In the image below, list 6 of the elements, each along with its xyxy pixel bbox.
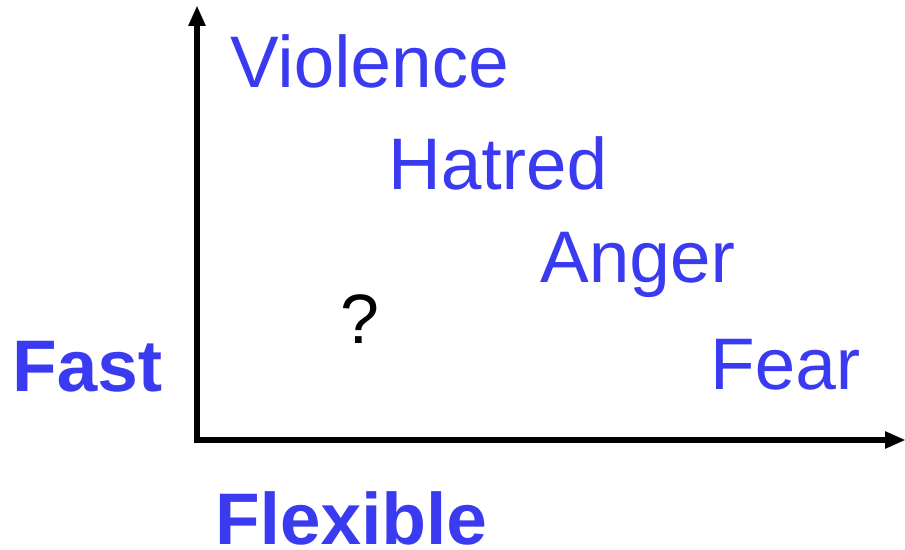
emotion-label: Fear [710, 328, 860, 401]
axis-label: Flexible [215, 483, 487, 550]
axis-label: Fast [12, 330, 162, 403]
question-mark: ? [340, 284, 379, 354]
emotion-label: Violence [230, 26, 509, 99]
emotion-label: Hatred [388, 128, 608, 201]
